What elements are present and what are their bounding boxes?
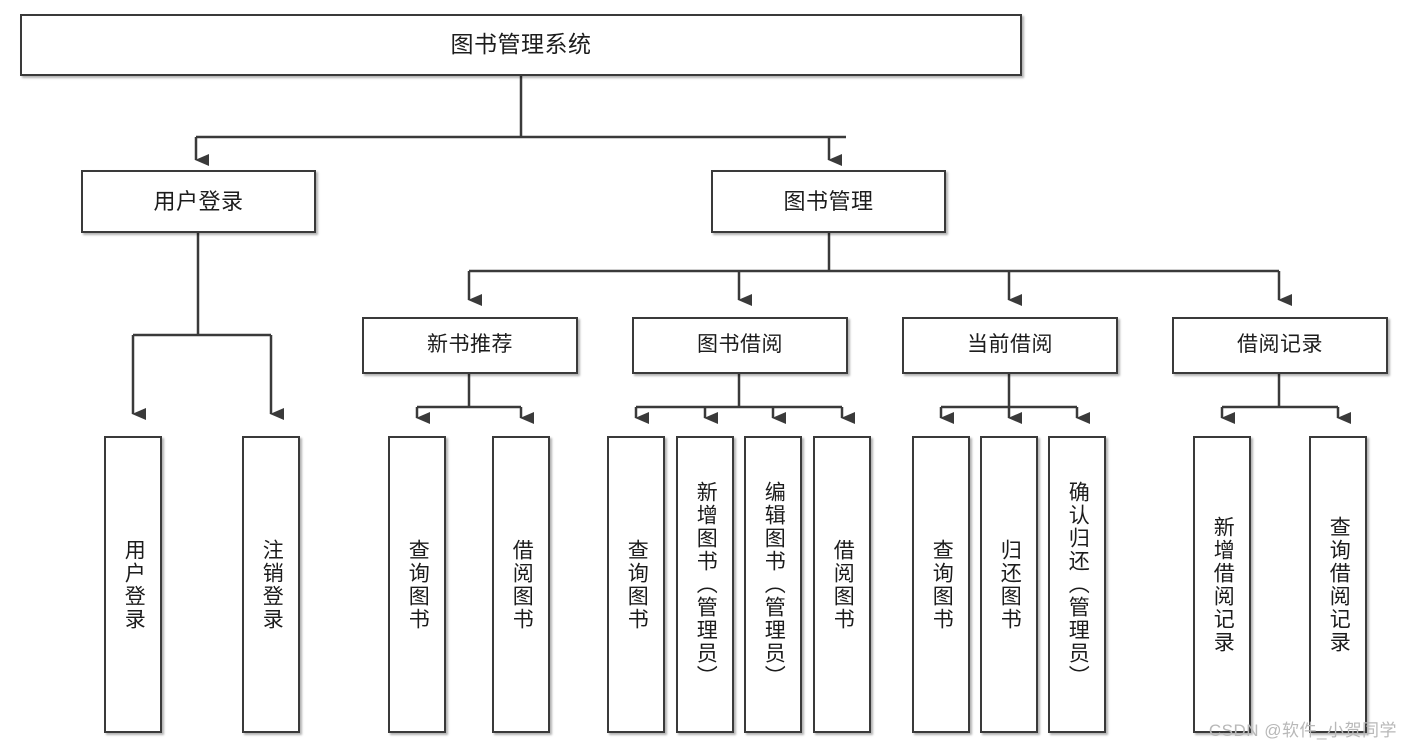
node-leaf-query-book-current[interactable]: 查询图书 — [912, 436, 970, 733]
node-leaf-borrow-book-new[interactable]: 借阅图书 — [492, 436, 550, 733]
node-leaf-logout[interactable]: 注销登录 — [242, 436, 300, 733]
node-label: 编辑图书（管理员） — [762, 481, 786, 688]
node-label: 图书管理 — [783, 188, 874, 214]
node-label: 归还图书 — [998, 538, 1022, 631]
node-label: 确认归还（管理员） — [1066, 481, 1090, 688]
node-root-system[interactable]: 图书管理系统 — [20, 14, 1022, 76]
node-borrow-record[interactable]: 借阅记录 — [1172, 317, 1388, 374]
node-leaf-query-book-new[interactable]: 查询图书 — [388, 436, 446, 733]
node-leaf-confirm-return-admin[interactable]: 确认归还（管理员） — [1048, 436, 1106, 733]
node-label: 图书管理系统 — [450, 31, 592, 58]
node-label: 图书借阅 — [697, 333, 783, 357]
node-label: 新增借阅记录 — [1211, 515, 1235, 654]
node-leaf-query-book[interactable]: 查询图书 — [607, 436, 665, 733]
node-label: 查询借阅记录 — [1327, 515, 1351, 654]
node-new-book-recommend[interactable]: 新书推荐 — [362, 317, 578, 374]
node-book-management[interactable]: 图书管理 — [711, 170, 946, 233]
node-user-login[interactable]: 用户登录 — [81, 170, 316, 233]
csdn-watermark: CSDN @软件_小贺同学 — [1208, 721, 1397, 740]
node-label: 新增图书（管理员） — [694, 481, 718, 688]
node-label: 借阅图书 — [510, 538, 534, 631]
node-leaf-borrow-book[interactable]: 借阅图书 — [813, 436, 871, 733]
node-label: 用户登录 — [153, 188, 244, 214]
node-label: 借阅图书 — [831, 538, 855, 631]
node-current-borrow[interactable]: 当前借阅 — [902, 317, 1118, 374]
node-leaf-user-login[interactable]: 用户登录 — [104, 436, 162, 733]
node-label: 注销登录 — [260, 538, 284, 631]
node-leaf-edit-book-admin[interactable]: 编辑图书（管理员） — [744, 436, 802, 733]
node-leaf-return-book[interactable]: 归还图书 — [980, 436, 1038, 733]
node-label: 新书推荐 — [427, 333, 513, 357]
node-label: 用户登录 — [122, 538, 146, 631]
node-leaf-add-book-admin[interactable]: 新增图书（管理员） — [676, 436, 734, 733]
node-label: 查询图书 — [625, 538, 649, 631]
node-leaf-add-borrow-record[interactable]: 新增借阅记录 — [1193, 436, 1251, 733]
node-label: 查询图书 — [406, 538, 430, 631]
node-label: 当前借阅 — [967, 333, 1053, 357]
node-leaf-query-borrow-record[interactable]: 查询借阅记录 — [1309, 436, 1367, 733]
node-book-borrow[interactable]: 图书借阅 — [632, 317, 848, 374]
node-label: 查询图书 — [930, 538, 954, 631]
node-label: 借阅记录 — [1237, 333, 1323, 357]
